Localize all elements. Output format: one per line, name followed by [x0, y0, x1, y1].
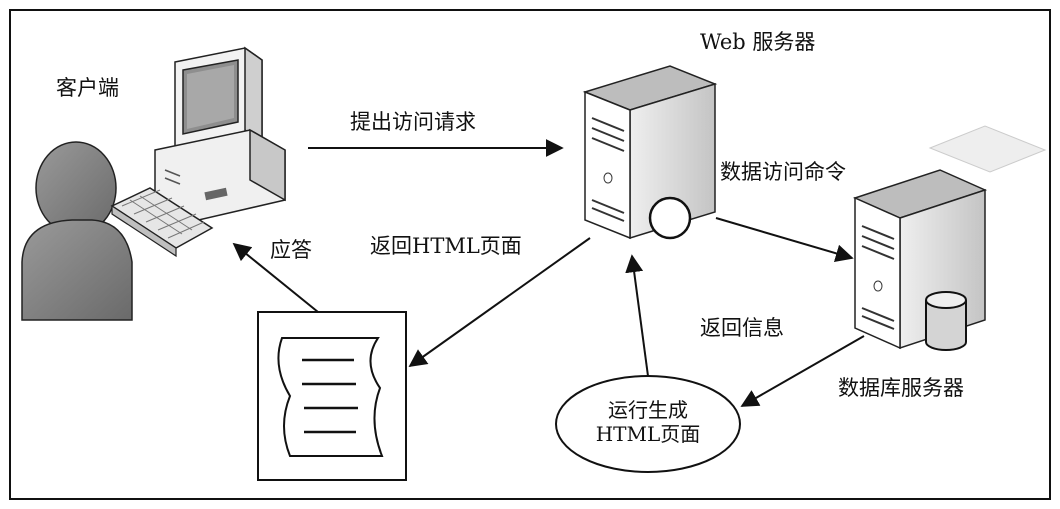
- client-computer-icon: [110, 46, 286, 258]
- html-document-icon: [257, 311, 407, 481]
- db-command-label: 数据访问命令: [720, 160, 846, 184]
- return-info-label: 返回信息: [700, 316, 784, 340]
- client-label: 客户端: [56, 76, 119, 100]
- web-server-icon: [582, 65, 718, 240]
- generate-label-line2: HTML页面: [595, 422, 701, 446]
- db-server-label: 数据库服务器: [838, 376, 964, 400]
- return-html-arrow: [408, 237, 591, 368]
- request-label: 提出访问请求: [350, 110, 476, 134]
- return-info-arrow: [740, 335, 865, 407]
- generate-arrow: [625, 254, 649, 377]
- database-server-icon: [852, 125, 1047, 351]
- response-arrow: [232, 242, 319, 313]
- generate-label-line1: 运行生成: [608, 398, 688, 422]
- user-icon: [21, 141, 133, 321]
- response-label: 应答: [270, 238, 312, 262]
- db-command-arrow: [715, 217, 854, 263]
- return-html-label: 返回HTML页面: [370, 234, 522, 258]
- diagram-frame: [9, 9, 1051, 500]
- generate-label: 运行生成 HTML页面: [568, 398, 728, 446]
- web-server-label: Web 服务器: [700, 30, 816, 54]
